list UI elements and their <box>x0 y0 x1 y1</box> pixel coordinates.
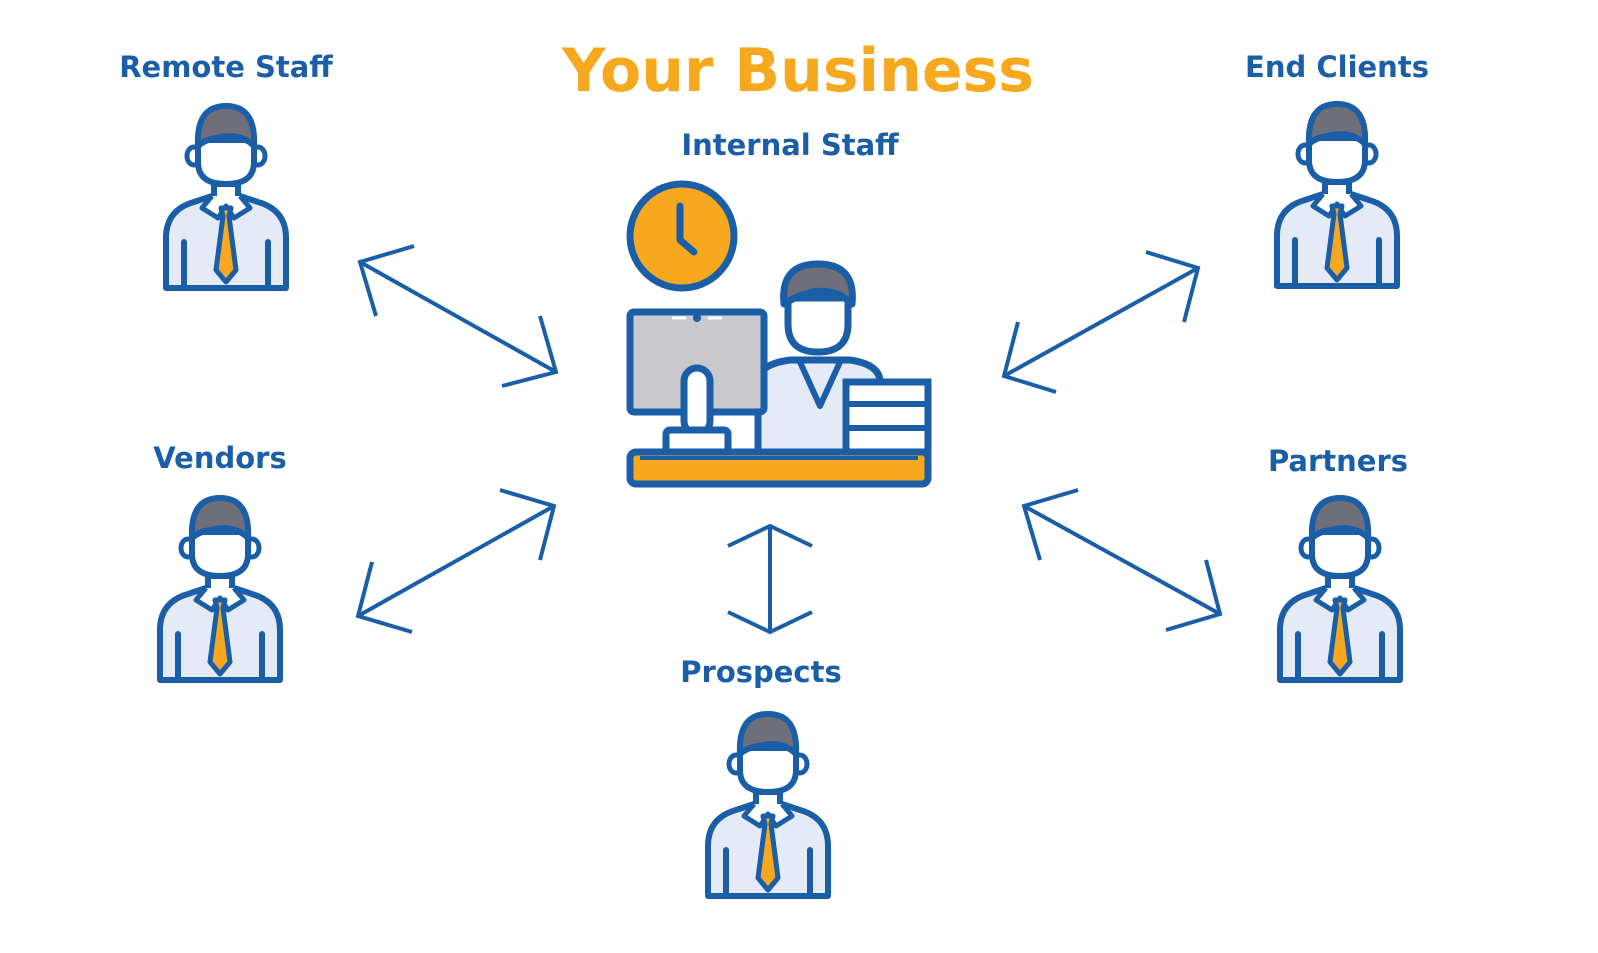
person-icon-end-clients <box>1277 104 1397 286</box>
vendors-label: Vendors <box>153 441 287 475</box>
arrow-remote-staff-to-internal <box>357 244 559 388</box>
remote-staff-label: Remote Staff <box>119 50 333 84</box>
prospects-label: Prospects <box>680 655 842 689</box>
person-icon-prospects <box>708 714 828 896</box>
arrow-prospects-to-internal <box>727 523 813 635</box>
diagram-title: Your Business <box>562 36 1034 106</box>
arrow-end-clients-to-internal <box>1001 250 1201 394</box>
arrow-partners-to-internal <box>1021 488 1223 632</box>
person-icon-vendors <box>160 498 280 680</box>
person-icon-partners <box>1280 498 1400 680</box>
workstation-icon <box>626 180 932 488</box>
internal-staff-label: Internal Staff <box>681 128 899 162</box>
end-clients-label: End Clients <box>1245 50 1429 84</box>
person-icon-remote-staff <box>166 106 286 288</box>
arrow-vendors-to-internal <box>355 488 557 634</box>
partners-label: Partners <box>1267 444 1409 478</box>
